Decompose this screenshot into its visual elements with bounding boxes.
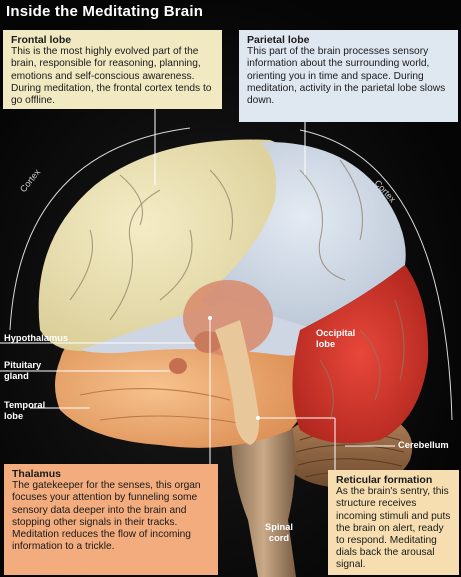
thalamus-text: The gatekeeper for the senses, this orga… xyxy=(12,480,201,553)
frontal-lobe-text: This is the most highly evolved part of … xyxy=(11,46,212,107)
thalamus-callout: Thalamus The gatekeeper for the senses, … xyxy=(4,464,218,575)
reticular-formation-heading: Reticular formation xyxy=(336,474,433,486)
occipital-lobe-shape xyxy=(292,265,429,444)
cortex-arc-line xyxy=(9,127,191,331)
pituitary-gland-label: Pituitary gland xyxy=(4,360,42,381)
parietal-lobe-heading: Parietal lobe xyxy=(247,34,310,46)
thalamus-pointer-dot xyxy=(208,316,212,320)
brainstem-shape xyxy=(231,420,296,577)
leader-lines xyxy=(0,109,395,470)
hypothalamus-shape xyxy=(194,331,222,353)
cortex-arc-line-right xyxy=(299,129,453,421)
temporal-lobe-label: Temporal lobe xyxy=(4,400,46,421)
reticular-pointer-dot xyxy=(256,416,260,420)
spinal-cord-label: Spinal cord xyxy=(265,522,293,543)
temporal-folds xyxy=(79,388,251,426)
frontal-lobe-callout: Frontal lobe This is the most highly evo… xyxy=(3,30,222,109)
parietal-lobe-callout: Parietal lobe This part of the brain pro… xyxy=(239,30,458,122)
hypothalamus-label: Hypothalamus xyxy=(4,333,69,343)
frontal-lobe-heading: Frontal lobe xyxy=(11,34,72,46)
gyri-folds xyxy=(69,159,405,421)
parietal-lobe-text: This part of the brain processes sensory… xyxy=(247,46,446,107)
occipital-lobe-label: Occipital lobe xyxy=(316,328,356,349)
page-title: Inside the Meditating Brain xyxy=(6,3,204,20)
reticular-formation-shape xyxy=(215,320,259,445)
thalamus-heading: Thalamus xyxy=(12,468,62,480)
parietal-lobe-shape xyxy=(200,141,406,330)
cerebellum-label: Cerebellum xyxy=(398,440,449,450)
reticular-formation-text: As the brain's sentry, this structure re… xyxy=(336,486,451,571)
reticular-formation-callout: Reticular formation As the brain's sentr… xyxy=(328,470,459,575)
pituitary-shape xyxy=(169,358,187,374)
